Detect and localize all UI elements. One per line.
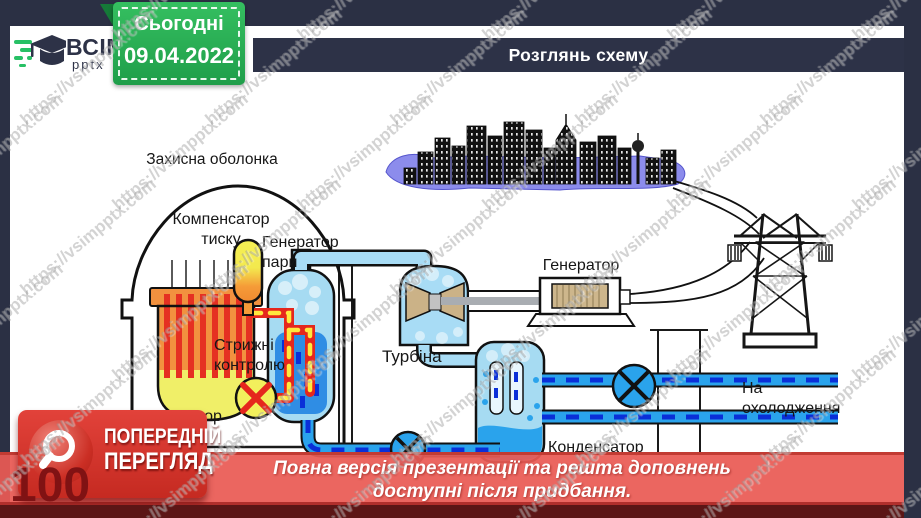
- slide-title-bar: Розглянь схему: [253, 38, 904, 72]
- right-frame: [904, 0, 921, 518]
- cooling-pipes: [300, 372, 838, 458]
- label-cooling: На охолодження: [742, 380, 841, 417]
- label-condenser: Конденсатор: [548, 439, 644, 456]
- date-badge-date: 09.04.2022: [123, 43, 235, 68]
- city-skyline: [385, 114, 686, 191]
- magnifier-icon: [39, 430, 75, 469]
- preview-badge-line2: ПЕРЕГЛЯД: [104, 447, 213, 475]
- date-badge: Сьогодні 09.04.2022: [113, 2, 245, 85]
- primary-pump: [234, 376, 278, 420]
- label-steam-generator: Генератор пари: [262, 234, 339, 271]
- turbine: [398, 264, 545, 347]
- magnifier-circle: [29, 420, 93, 484]
- cooling-pump: [611, 363, 657, 409]
- purchase-banner-line1: Повна версія презентації та решта доповн…: [273, 458, 731, 479]
- label-containment: Захисна оболонка: [146, 151, 278, 168]
- date-badge-border: [118, 7, 240, 80]
- preview-badge-text: ПОПЕРЕДНІЙ ПЕРЕГЛЯД: [104, 425, 222, 475]
- date-badge-label: Сьогодні: [134, 13, 224, 35]
- purchase-banner-text: Повна версія презентації та решта доповн…: [100, 457, 904, 503]
- label-pressurizer: Компенсатор тиску: [172, 211, 270, 248]
- containment-dome: [120, 184, 356, 447]
- slide-title: Розглянь схему: [508, 44, 649, 65]
- graduation-cap-icon: [14, 35, 74, 67]
- label-generator: Генератор: [542, 257, 620, 274]
- power-wires: [629, 177, 765, 304]
- label-turbine: Турбіна: [382, 347, 442, 366]
- bottom-strip: [0, 505, 910, 518]
- pressurizer: [232, 238, 264, 316]
- electric-generator: [526, 276, 636, 327]
- slide-number: 100: [10, 459, 91, 512]
- purchase-banner-line2: доступні після придбання.: [372, 481, 632, 502]
- preview-badge-line1: ПОПЕРЕДНІЙ: [104, 425, 222, 448]
- condenser-vessel: [474, 340, 546, 464]
- preview-badge: ПОПЕРЕДНІЙ ПЕРЕГЛЯД: [18, 410, 221, 498]
- brand-sub: pptx: [72, 57, 105, 72]
- label-control-rods: Стрижні контролю: [214, 337, 286, 374]
- transmission-tower: [727, 213, 833, 349]
